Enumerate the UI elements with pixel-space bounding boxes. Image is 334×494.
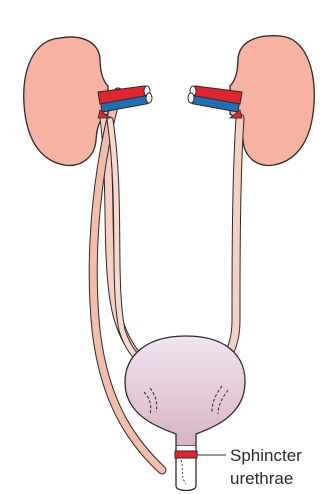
sphincter-urethrae: [175, 451, 197, 458]
left-kidney: [24, 37, 108, 165]
sphincter-label-line1: Sphincter: [230, 446, 302, 465]
sphincter-label-line2: urethrae: [230, 469, 293, 488]
